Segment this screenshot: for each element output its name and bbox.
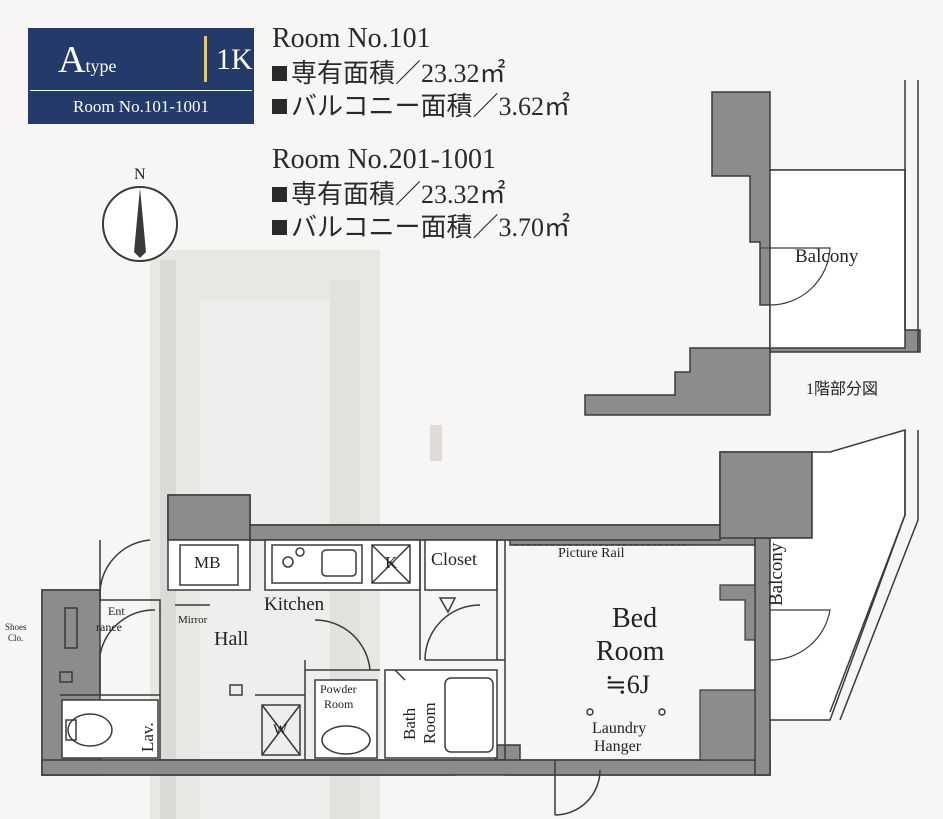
spec-101-balcony-area: バルコニー面積／3.62㎡ [272,90,570,123]
bed-room-label-1: Bed [612,603,658,634]
type-label: Atype [58,39,117,81]
shoes-label-1: Shoes [5,622,27,632]
laundry-hanger-label-1: Laundry [592,720,647,737]
bullet-icon [272,66,287,81]
right-balcony [769,428,919,721]
bullet-icon [272,220,287,235]
badge-top: Atype 1K [30,30,253,90]
lavatory-label: Lav. [138,722,157,752]
bath-room-label-2: Room [420,702,439,744]
first-floor-note: 1階部分図 [806,381,879,398]
mb-label: MB [194,553,221,572]
balcony-top-label: Balcony [795,246,859,267]
bullet-icon [272,187,287,202]
room-range: Room No.101-1001 [30,90,252,123]
shoes-label-2: Clo. [8,633,24,643]
spec-201-balcony-area: バルコニー面積／3.70㎡ [272,211,570,244]
hall-label: Hall [214,628,249,650]
k-label: K [385,553,398,572]
bath-room-label-1: Bath [400,707,419,740]
powder-room-label-1: Powder [320,682,357,696]
spec-101-title: Room No.101 [272,23,431,54]
spec-101-private-area: 専有面積／23.32㎡ [272,57,506,90]
bed-room-label-2: Room [596,636,665,667]
washer-label: W [273,722,288,738]
first-floor-partial-plan [584,80,921,416]
unit-type-badge: Atype 1K Room No.101-1001 [28,28,254,124]
interior-partitions [59,539,690,816]
balcony-right-label: Balcony [766,542,787,606]
entrance-label-2: rance [96,620,122,634]
badge-divider [204,36,207,82]
entrance-label-1: Ent [108,604,125,618]
layout-label: 1K [216,43,253,76]
compass-north-label: N [134,166,146,183]
kitchen-label: Kitchen [264,594,325,615]
picture-rail-label: Picture Rail [558,546,625,561]
spec-201-private-area: 専有面積／23.32㎡ [272,178,506,211]
compass-icon [102,186,178,262]
bed-room-size: ≒6J [605,670,650,699]
closet-label: Closet [431,549,478,569]
bullet-icon [272,99,287,114]
powder-room-label-2: Room [324,697,354,711]
unit-walls [41,451,813,776]
laundry-hanger-label-2: Hanger [594,738,642,755]
spec-201-title: Room No.201-1001 [272,144,496,175]
mirror-label: Mirror [178,614,208,626]
